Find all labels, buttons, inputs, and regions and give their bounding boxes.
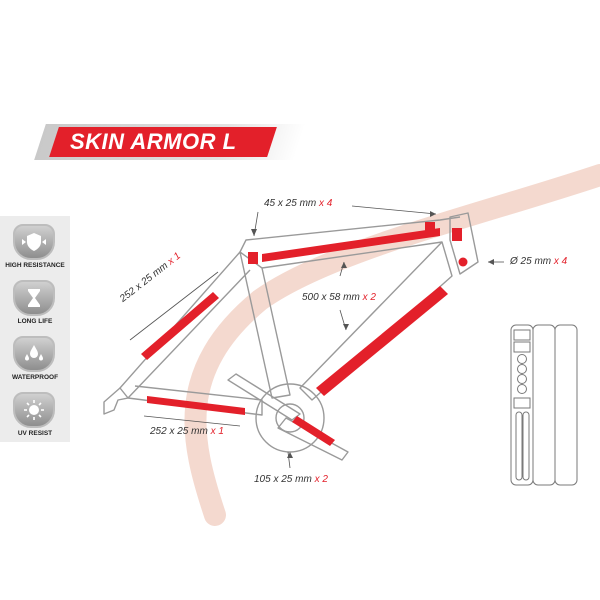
- dim-qty: x 4: [319, 198, 333, 209]
- title-banner: SKIN ARMOR L: [34, 124, 306, 160]
- sun-icon: [24, 400, 44, 420]
- dim-qty: x 1: [210, 426, 224, 437]
- chainstay-strip-shape: [147, 396, 245, 415]
- dim-qty: x 2: [314, 474, 328, 485]
- dimension-arrowheads: [251, 211, 494, 458]
- crank-arm-left: [227, 373, 301, 421]
- crank-strip-shape: [292, 416, 335, 446]
- sheet-cutout: [513, 397, 531, 409]
- feature-label: HIGH RESISTANCE: [5, 262, 65, 269]
- top-tube-strip: [262, 228, 440, 262]
- shield-arrows-icon: [22, 233, 46, 251]
- dim-head-tube-dot: Ø 25 mm x 4: [510, 256, 567, 267]
- dropout: [103, 387, 129, 415]
- sheet-cutout: [513, 329, 531, 341]
- feature-badge: [13, 336, 55, 372]
- background-swoosh: [184, 164, 600, 526]
- seat-stay: [119, 251, 251, 399]
- dim-size: 500 x 58 mm: [302, 292, 360, 303]
- water-drops-icon: [25, 345, 43, 361]
- hourglass-icon: [28, 289, 40, 307]
- down-tube-strip: [316, 286, 448, 396]
- sheet-dot-cutout: [517, 384, 527, 394]
- feature-badge: [13, 224, 55, 260]
- feature-sidebar: HIGH RESISTANCE LONG LIFE WATERPROOF: [0, 216, 70, 442]
- dim-top-tube-small: 45 x 25 mm x 4: [264, 198, 332, 209]
- page-title: SKIN ARMOR L: [70, 129, 237, 154]
- sheet-cutout: [513, 341, 531, 353]
- feature-waterproof: WATERPROOF: [0, 330, 70, 386]
- feature-high-resistance: HIGH RESISTANCE: [0, 218, 70, 274]
- head-tube: [449, 212, 479, 275]
- crank-arm-right: [277, 417, 349, 461]
- feature-label: WATERPROOF: [11, 374, 59, 381]
- sheet-long-cutout: [522, 411, 530, 481]
- seat-tube-strip-shape: [141, 292, 219, 360]
- head-tube-dot: [458, 257, 468, 267]
- sticker-sheet: [510, 324, 578, 486]
- feature-uv-resist: UV RESIST: [0, 386, 70, 442]
- protection-strips: [141, 222, 468, 446]
- bottom-bracket-hub: [275, 403, 305, 433]
- feature-label: LONG LIFE: [17, 318, 53, 325]
- top-tube-patch-left: [248, 252, 258, 264]
- dim-large-strip: 500 x 58 mm x 2: [302, 292, 376, 303]
- sheet-strip-2: [532, 324, 556, 486]
- top-tube-lower: [261, 241, 443, 269]
- head-tube-patch: [452, 228, 462, 241]
- dim-size: 45 x 25 mm: [264, 198, 317, 209]
- feature-badge: [13, 280, 55, 316]
- sheet-dot-cutout: [517, 354, 527, 364]
- dim-qty: x 4: [553, 256, 568, 267]
- feature-badge: [13, 392, 55, 428]
- top-tube-patch-right: [425, 222, 435, 232]
- sheet-strip-3: [554, 324, 578, 486]
- feature-long-life: LONG LIFE: [0, 274, 70, 330]
- sheet-dot-cutout: [517, 364, 527, 374]
- dim-size: Ø 25 mm: [510, 256, 552, 267]
- sheet-long-cutout: [515, 411, 523, 481]
- feature-label: UV RESIST: [17, 430, 53, 437]
- dim-chainstay-strip: 252 x 25 mm x 1: [150, 426, 224, 437]
- sheet-dot-cutout: [517, 374, 527, 384]
- dim-size: 252 x 25 mm: [150, 426, 208, 437]
- dim-size: 105 x 25 mm: [254, 474, 312, 485]
- dim-qty: x 2: [362, 292, 376, 303]
- down-tube: [299, 241, 453, 401]
- dim-crank-strip: 105 x 25 mm x 2: [254, 474, 328, 485]
